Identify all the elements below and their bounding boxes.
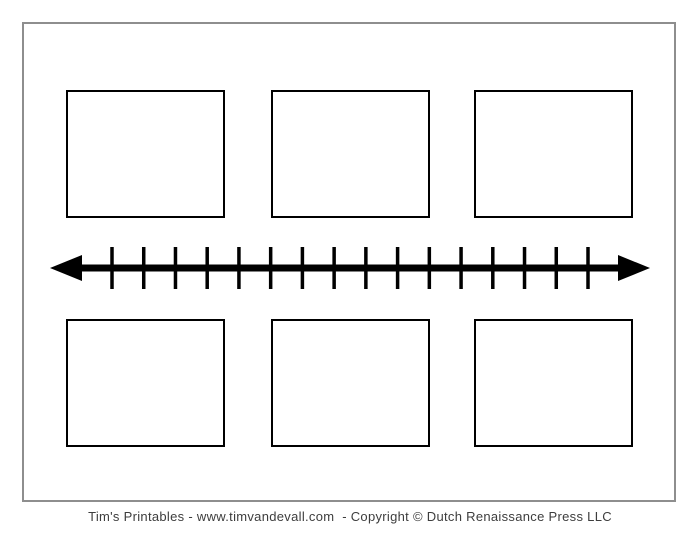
timeline-right-arrowhead-icon [618,255,650,281]
event-box [66,90,225,218]
event-box [271,90,430,218]
timeline-tick [364,247,368,289]
event-box [66,319,225,447]
footer-credit-text: Tim's Printables - www.timvandevall.com … [88,509,612,524]
timeline-ticks [110,247,590,289]
timeline-tick [459,247,463,289]
timeline-tick [491,247,495,289]
timeline-tick [268,247,273,289]
timeline-tick [427,247,432,289]
event-box [474,90,633,218]
event-box [474,319,633,447]
timeline-line [76,264,624,272]
timeline-tick [586,247,590,289]
event-box [271,319,430,447]
timeline-tick [332,247,336,289]
timeline-tick [395,247,400,289]
timeline-left-arrowhead-icon [50,255,82,281]
timeline-tick [522,247,527,289]
timeline-tick [300,247,305,289]
timeline-tick [141,247,146,289]
timeline-tick [173,247,178,289]
timeline-arrow [50,247,650,289]
timeline-tick [554,247,559,289]
timeline-tick [205,247,209,289]
timeline-tick [237,247,241,289]
timeline-tick [110,247,114,289]
